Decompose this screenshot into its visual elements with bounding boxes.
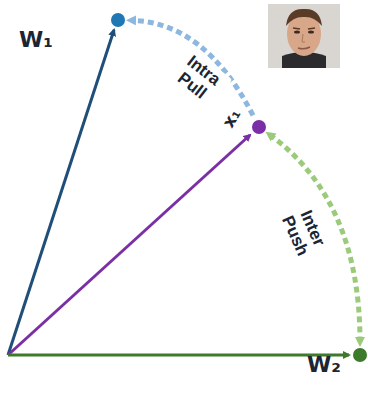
edge-label: Intra Pull <box>164 45 233 111</box>
x1-vector <box>8 135 250 355</box>
feature-point: x₁ <box>252 120 266 134</box>
w2-vector <box>8 354 349 357</box>
point-label: x₁ <box>218 105 245 131</box>
pull-arrow <box>131 20 253 115</box>
edge-label: Inter Push <box>274 198 333 265</box>
point-label: W₁ <box>19 27 53 52</box>
class-weight-point: W₁ <box>111 13 125 27</box>
point-label: W₂ <box>307 352 341 377</box>
push-arrow <box>270 135 360 342</box>
class-weight-point: W₂ <box>353 348 367 362</box>
face-photo <box>268 4 340 68</box>
